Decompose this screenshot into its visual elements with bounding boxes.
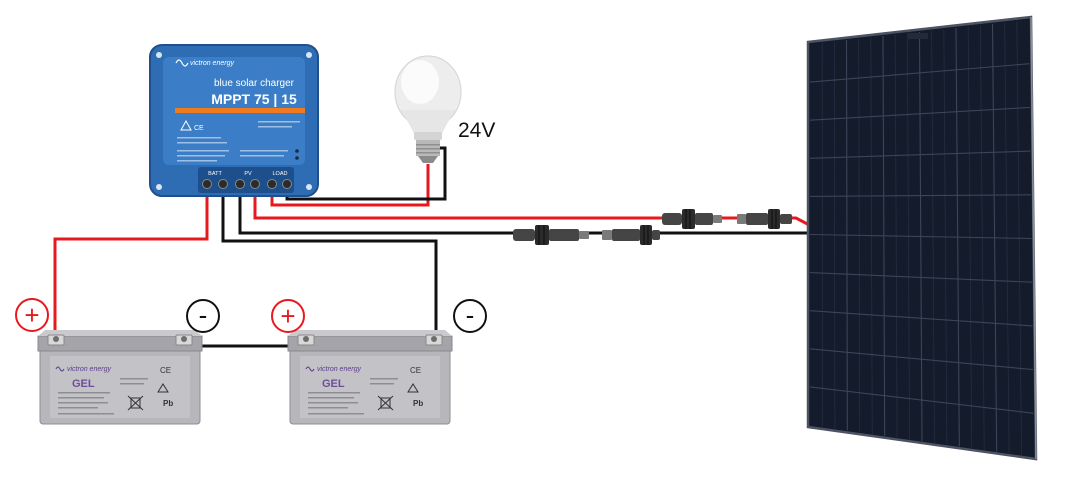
recycle-icon xyxy=(157,383,169,393)
mount-hole xyxy=(306,52,312,58)
battery-brand: victron energy xyxy=(317,366,361,373)
status-led xyxy=(295,156,299,160)
terminal-screw xyxy=(250,179,260,189)
panel-cell-divider xyxy=(809,233,1032,240)
status-led xyxy=(295,149,299,153)
bulb-highlight xyxy=(401,60,439,104)
no-trash-icon xyxy=(127,395,144,411)
battery: victron energy GEL CE Pb xyxy=(37,330,203,425)
victron-logo-icon xyxy=(175,59,189,67)
panel-cell-divider xyxy=(809,63,1030,83)
controller-spec-label xyxy=(177,121,300,162)
mc4-connector-icon xyxy=(737,209,792,229)
negative-sign: - xyxy=(466,300,475,330)
pv-negative-wire xyxy=(238,190,815,235)
recycle-icon xyxy=(407,383,419,393)
victron-logo-icon xyxy=(55,366,65,372)
accent-stripe xyxy=(175,108,305,113)
terminal-screw xyxy=(218,179,228,189)
panel-cell-divider xyxy=(809,386,1034,414)
no-trash-icon xyxy=(377,395,394,411)
battery-lid-top xyxy=(38,330,202,336)
battery-lid-top xyxy=(288,330,452,336)
mount-hole xyxy=(306,184,312,190)
battery-ce-mark: CE xyxy=(160,366,171,375)
negative-sign: - xyxy=(199,300,208,330)
terminal-post xyxy=(181,336,187,342)
controller-ce-mark: CE xyxy=(194,125,204,132)
panel-frame-edge xyxy=(1030,16,1037,460)
pv-positive-wire xyxy=(253,190,816,230)
terminal-label-load: LOAD xyxy=(273,171,288,177)
load-positive-wire xyxy=(270,164,430,207)
polarity-symbol-negative: - xyxy=(186,299,220,333)
battery-fine-print xyxy=(308,378,398,415)
panel-cell-divider xyxy=(809,272,1033,283)
battery-chemistry: Pb xyxy=(163,399,173,408)
bulb-thread-ridge xyxy=(416,144,440,146)
mc4-connector-icon xyxy=(513,225,589,245)
victron-logo-icon xyxy=(305,366,315,372)
polarity-symbol-positive: + xyxy=(15,298,49,332)
battery-ce-mark: CE xyxy=(410,366,421,375)
warning-icon xyxy=(180,119,192,131)
pv-connectors xyxy=(513,209,792,245)
battery-type: GEL xyxy=(72,378,95,390)
positive-sign: + xyxy=(280,301,295,331)
mc4-connector-icon xyxy=(602,225,660,245)
load-voltage-label: 24V xyxy=(458,119,495,142)
panel-cell-divider xyxy=(809,150,1031,159)
light-bulb-icon xyxy=(394,55,462,163)
battery-fine-print xyxy=(58,378,148,415)
terminal-screw xyxy=(282,179,292,189)
panel-cell-divider xyxy=(809,194,1032,197)
mc4-connector-icon xyxy=(662,209,722,229)
polarity-symbol-negative: - xyxy=(453,299,487,333)
controller-model: MPPT 75 | 15 xyxy=(211,91,297,107)
charge-controller: victron energy blue solar charger MPPT 7… xyxy=(149,44,319,197)
bulb-thread-ridge xyxy=(416,148,440,150)
panel-cell-divider xyxy=(809,310,1033,327)
battery-brand: victron energy xyxy=(67,366,111,373)
controller-brand: victron energy xyxy=(190,60,234,67)
battery-positive-wire xyxy=(53,190,209,340)
panel-cell-divider xyxy=(809,106,1031,121)
panel-grid xyxy=(809,21,1034,456)
bulb-neck xyxy=(400,110,456,134)
bulb-collar xyxy=(414,132,442,140)
bulb-tip xyxy=(418,156,438,163)
terminal-post xyxy=(303,336,309,342)
bulb-thread-ridge xyxy=(416,152,440,154)
panel-cell-divider xyxy=(809,348,1034,371)
mount-hole xyxy=(156,184,162,190)
battery-type: GEL xyxy=(322,378,345,390)
terminal-screw xyxy=(202,179,212,189)
battery-chemistry: Pb xyxy=(413,399,423,408)
polarity-symbol-positive: + xyxy=(271,299,305,333)
terminal-post xyxy=(431,336,437,342)
positive-sign: + xyxy=(24,300,39,330)
terminal-label-pv: PV xyxy=(244,171,252,177)
panel-junction-box xyxy=(908,33,928,39)
terminal-label-batt: BATT xyxy=(208,171,222,177)
battery-negative-wire xyxy=(221,190,438,340)
battery: victron energy GEL CE Pb xyxy=(287,330,453,425)
solar-panel-icon xyxy=(806,15,1038,461)
terminal-post xyxy=(53,336,59,342)
mount-hole xyxy=(156,52,162,58)
terminal-screw xyxy=(267,179,277,189)
terminal-screw xyxy=(235,179,245,189)
controller-product-line: blue solar charger xyxy=(214,78,295,89)
